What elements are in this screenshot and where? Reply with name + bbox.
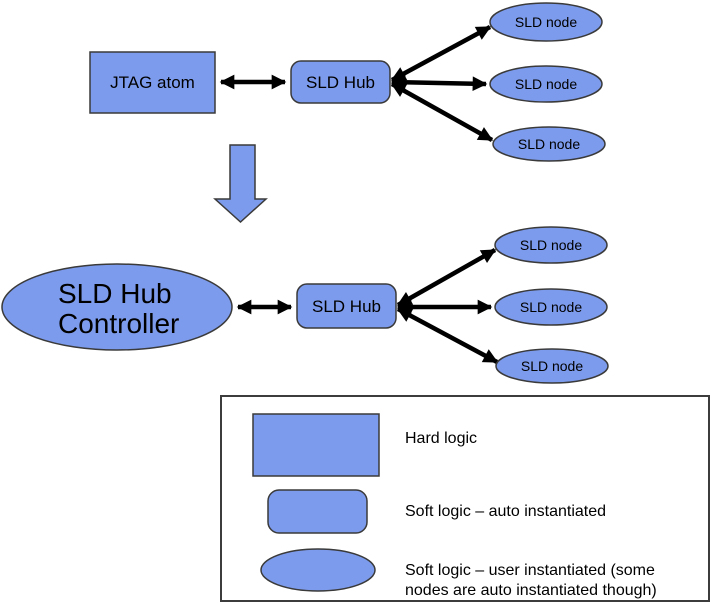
connector-hub-to-node-1-before	[390, 25, 492, 82]
legend-soft-auto-label: Soft logic – auto instantiated	[405, 503, 606, 520]
sld-node-label-1-after: SLD node	[520, 237, 582, 253]
sld-node-ellipse-3-after	[495, 348, 609, 384]
sld-node-label-3-before: SLD node	[518, 136, 580, 152]
sld-hub-box-after	[296, 283, 397, 329]
sld-hub-controller-label-line2: Controller	[58, 308, 179, 339]
legend-soft-user-label-line2: nodes are auto instantiated though)	[405, 582, 657, 599]
connector-hub-to-node-2-before	[390, 74, 488, 92]
connector-hub-to-node-3-before	[390, 82, 494, 142]
sld-node-ellipse-1-after	[494, 226, 608, 264]
sld-node-label-2-before: SLD node	[515, 76, 577, 92]
legend-soft-user-swatch	[260, 548, 376, 592]
legend-hard-logic-label: Hard logic	[405, 430, 477, 447]
sld-node-label-2-after: SLD node	[520, 299, 582, 315]
big-down-arrow	[213, 144, 268, 224]
sld-hub-controller-label-line1: SLD Hub	[58, 278, 172, 309]
sld-node-label-3-after: SLD node	[521, 358, 583, 374]
sld-node-ellipse-3-before	[492, 126, 606, 162]
connector-hub-to-node-1-after	[396, 248, 497, 307]
jtag-atom-box	[89, 51, 216, 114]
jtag-atom-label: JTAG atom	[110, 73, 195, 92]
sld-hub-box-before	[290, 60, 391, 104]
legend-hard-logic-swatch	[252, 413, 380, 477]
connector-hub-to-node-3-after	[396, 307, 499, 364]
legend-soft-user-label: Soft logic – user instantiated (some nod…	[405, 562, 659, 599]
sld-hub-controller-label: SLD Hub Controller	[58, 278, 179, 339]
sld-node-ellipse-2-before	[489, 65, 603, 103]
sld-node-label-1-before: SLD node	[515, 14, 577, 30]
legend-soft-user-label-line1: Soft logic – user instantiated (some	[405, 562, 655, 579]
sld-hub-label-before: SLD Hub	[306, 73, 375, 92]
sld-hub-controller-ellipse	[1, 263, 233, 351]
legend-soft-auto-swatch	[267, 489, 368, 534]
sld-hub-label-after: SLD Hub	[312, 297, 381, 316]
sld-node-ellipse-2-after	[494, 288, 608, 326]
sld-node-ellipse-1-before	[489, 2, 603, 42]
